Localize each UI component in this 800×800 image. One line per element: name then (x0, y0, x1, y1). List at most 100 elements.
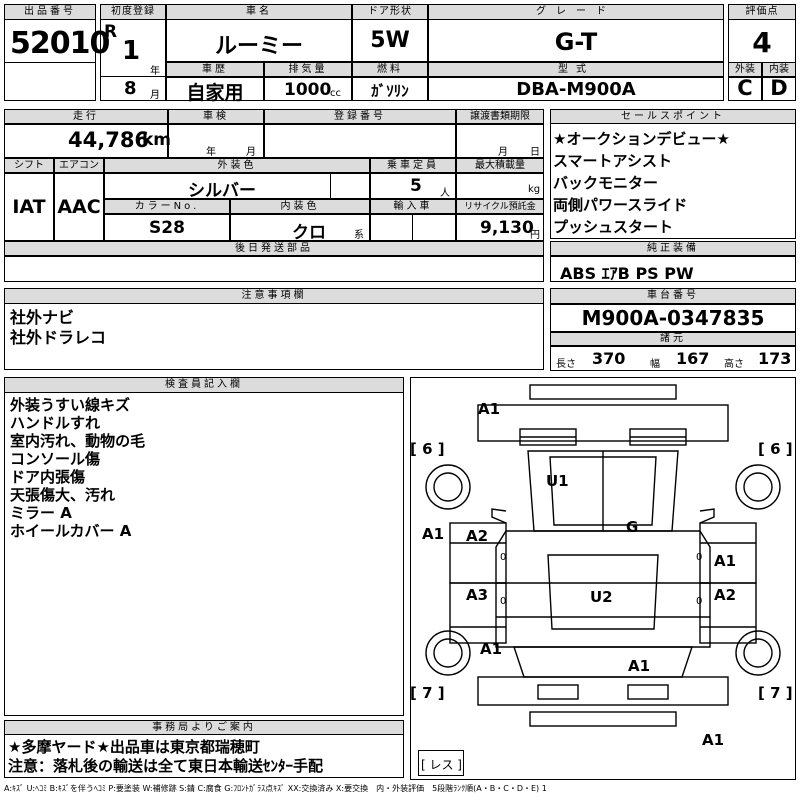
first-reg-year: 1 (122, 36, 141, 66)
inspection-year-unit: 年 (206, 147, 216, 158)
car-diagram-box (410, 377, 796, 780)
mileage-cell (4, 124, 168, 158)
capacity-unit: 人 (440, 188, 450, 199)
specs-length: 370 (592, 349, 626, 368)
ext-color-cell (104, 173, 370, 199)
fuel-cell (352, 77, 428, 101)
damage-mark: A2 (466, 527, 489, 545)
model-value: DBA-M900A (516, 79, 636, 100)
grade-value: G-T (554, 28, 598, 56)
notes-list: 社外ナビ 社外ドラレコ (10, 308, 106, 348)
damage-mark: U1 (546, 472, 569, 490)
int-color-label: 内装色 (230, 199, 370, 214)
damage-mark: A2 (714, 586, 737, 604)
first-reg-month: 8 (124, 78, 137, 99)
inspector-item: 室内汚れ、動物の毛 (10, 432, 146, 450)
transfer-month-unit: 月 (498, 147, 508, 158)
specs-height-label: 高さ (724, 359, 744, 370)
import-label: 輸入車 (370, 199, 456, 214)
ac-cell (54, 173, 104, 241)
first-reg-era: R (104, 22, 118, 42)
inspector-item: ミラー A (10, 504, 72, 522)
fuel-value: ｶﾞｿﾘﾝ (371, 82, 409, 100)
interior-grade-label: 内装 (762, 62, 796, 77)
selling-point-item: 両側パワースライド (553, 196, 688, 214)
office-line: ★多摩ヤード★出品車は東京都瑞穂町 (8, 738, 260, 756)
interior-grade-value: D (770, 76, 788, 100)
chassis-value: M900A-0347835 (581, 306, 765, 330)
history-cell (166, 77, 264, 101)
max-load-cell (456, 173, 544, 199)
selling-points-list: ★オークションデビュー★ スマートアシスト バックモニター 両側パワースライド … (553, 128, 730, 238)
registration-label: 登録番号 (264, 109, 456, 124)
equipment-value: ABS ｴｱB PS PW (560, 264, 694, 283)
inspector-item: 天張傷大、汚れ (10, 486, 116, 504)
displacement-unit: cc (330, 88, 341, 99)
color-no-value: S28 (149, 218, 185, 238)
transfer-cell (456, 124, 544, 158)
damage-mark: U2 (590, 588, 613, 606)
exterior-grade-value: C (737, 76, 753, 100)
ext-color-value: シルバー (188, 181, 256, 201)
ac-value: AAC (57, 196, 101, 218)
inspector-list: 外装うすい線キズ ハンドルすれ 室内汚れ、動物の毛 コンソール傷 ドア内張傷 天… (10, 396, 145, 540)
model-cell (428, 77, 724, 101)
ac-label: エアコン (54, 158, 104, 173)
int-color-unit: 系 (354, 230, 364, 241)
lot-label: 出品番号 (4, 4, 96, 20)
selling-point-item: プッシュスタート (553, 218, 674, 236)
shift-value: IAT (12, 196, 46, 218)
capacity-label: 乗車定員 (370, 158, 456, 173)
later-parts-cell (4, 256, 544, 282)
exterior-grade-label: 外装 (728, 62, 762, 77)
spare-label: [ レス ] (421, 758, 462, 772)
specs-width-label: 幅 (650, 359, 660, 370)
damage-mark: A1 (478, 400, 501, 418)
inspection-label: 車検 (168, 109, 264, 124)
selling-points-label: セールスポイント (550, 109, 796, 124)
shift-cell (4, 173, 54, 241)
inspector-item: 外装うすい線キズ (10, 396, 131, 414)
recycle-cell (456, 214, 544, 241)
score-label: 評価点 (728, 4, 796, 20)
mileage-unit: km (142, 130, 172, 150)
recycle-label: リサイクル預託金 (456, 199, 544, 214)
door-value: 5W (370, 28, 410, 53)
diagram-zero: 0 (696, 552, 703, 563)
damage-mark: A1 (702, 731, 725, 749)
first-reg-divider (100, 76, 166, 77)
chassis-label: 車台番号 (550, 288, 796, 304)
inspector-item: コンソール傷 (10, 450, 101, 468)
lot-number: 52010 (10, 26, 110, 61)
mileage-value: 44,786 (68, 128, 150, 152)
note-item: 社外ナビ (10, 308, 75, 327)
model-label: 型式 (428, 62, 724, 77)
score-value: 4 (752, 26, 772, 59)
history-label: 車歴 (166, 62, 264, 77)
equipment-cell (550, 256, 796, 282)
interior-grade-cell (762, 77, 796, 101)
first-reg-month-unit: 月 (150, 90, 160, 101)
office-label: 事務局よりご案内 (4, 720, 404, 735)
recycle-value: 9,130 (480, 218, 534, 238)
shift-label: シフト (4, 158, 54, 173)
ext-color-label: 外装色 (104, 158, 370, 173)
import-cell (370, 214, 456, 241)
displacement-cell (264, 77, 352, 101)
diagram-zero: 0 (500, 552, 507, 563)
damage-mark: A3 (466, 586, 489, 604)
inspection-month-unit: 月 (246, 147, 256, 158)
car-name-value: ルーミー (214, 34, 303, 59)
specs-label: 諸元 (550, 332, 796, 346)
damage-mark: G (626, 518, 639, 536)
notes-label: 注意事項欄 (4, 288, 544, 304)
registration-cell (264, 124, 456, 158)
int-color-value: クロ (292, 223, 326, 243)
door-label: ドア形状 (352, 4, 428, 20)
mileage-label: 走行 (4, 109, 168, 124)
first-reg-label: 初度登録 (100, 4, 166, 20)
transfer-label: 譲渡書類期限 (456, 109, 544, 124)
specs-length-label: 長さ (556, 359, 576, 370)
car-name-label: 車名 (166, 4, 352, 20)
damage-mark: A1 (480, 640, 503, 658)
